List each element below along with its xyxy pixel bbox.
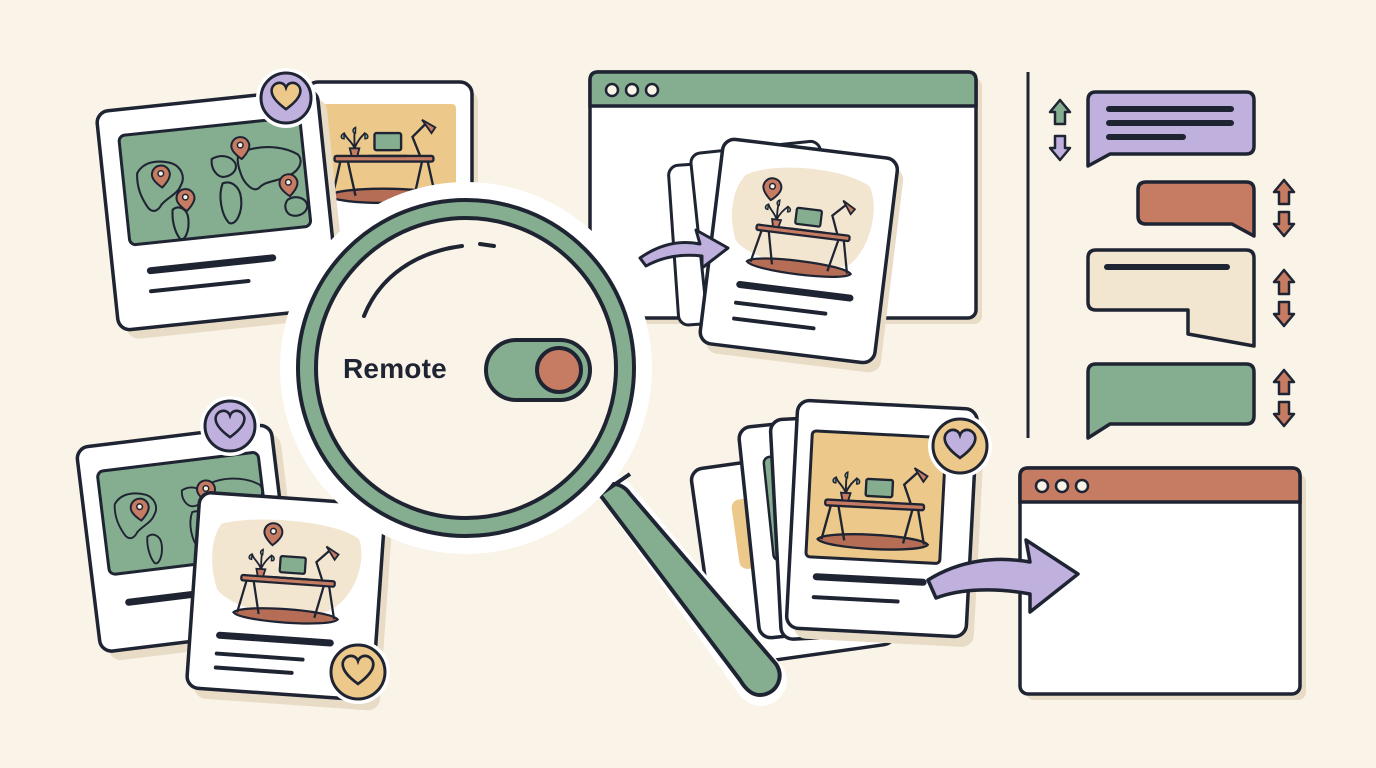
curved-arrow-icon	[926, 538, 1080, 614]
card-cluster-bottom-left	[75, 396, 393, 711]
card-stack	[667, 137, 904, 373]
browser-window-top	[588, 70, 982, 373]
browser-window-bottom	[1018, 466, 1306, 700]
up-down-arrows-icon[interactable]	[1048, 98, 1072, 162]
job-card-map	[95, 88, 348, 339]
curved-arrow-icon	[638, 228, 730, 270]
list-item[interactable]	[1086, 362, 1256, 440]
up-down-arrows-icon[interactable]	[1272, 268, 1296, 328]
reorder-list	[1048, 90, 1296, 440]
heart-icon[interactable]	[256, 68, 316, 128]
magnifying-glass-icon	[280, 182, 787, 707]
list-item[interactable]	[1086, 248, 1256, 348]
card-fan	[689, 398, 1080, 669]
toggle-label: Remote	[343, 353, 447, 384]
window-controls-icon	[604, 82, 660, 98]
job-card-desk	[185, 491, 393, 711]
up-down-arrows-icon[interactable]	[1272, 368, 1296, 428]
list-item[interactable]	[1086, 90, 1256, 168]
toggle-knob	[535, 346, 583, 394]
heart-icon[interactable]	[200, 396, 260, 456]
heart-icon[interactable]	[928, 414, 992, 478]
remote-toggle[interactable]	[484, 338, 592, 402]
window-controls-icon	[1034, 478, 1090, 494]
heart-icon[interactable]	[326, 640, 390, 704]
job-card-desk	[698, 137, 904, 373]
list-item[interactable]	[1136, 180, 1256, 238]
up-down-arrows-icon[interactable]	[1272, 178, 1296, 238]
